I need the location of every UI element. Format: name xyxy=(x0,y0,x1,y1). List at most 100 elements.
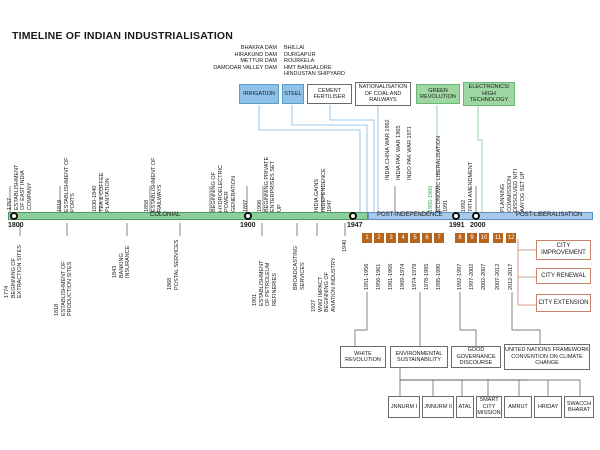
green-revolution-label: GREEN REVOLUTION xyxy=(420,87,456,101)
plan-years: 1985-1990 xyxy=(436,263,442,290)
plan-square: 8 xyxy=(455,233,465,243)
milestone-marker xyxy=(10,212,18,220)
milestone-year: 1800 xyxy=(8,222,24,229)
plan-square: 1 xyxy=(362,233,372,243)
event-label: INDIA PAK WAR 1965 xyxy=(396,125,402,180)
plan-square: 5 xyxy=(410,233,420,243)
milestone-year: 1947 xyxy=(347,222,363,229)
plan-years: 1969-1974 xyxy=(400,263,406,290)
milestone-year: 1991 xyxy=(449,222,465,229)
event-label: BEGINNING OF HYDROELECTRIC POWER GENERAT… xyxy=(211,164,237,212)
plan-years: 2012-2017 xyxy=(508,263,514,290)
plan-square: 3 xyxy=(386,233,396,243)
milestone-marker xyxy=(452,212,460,220)
mission-box: JNNURM II xyxy=(422,396,454,418)
green-revolution-box: GREEN REVOLUTION xyxy=(416,84,460,104)
irrigation-label: IRRIGATION xyxy=(243,90,275,97)
event-label: 1774 BEGINNING OF EXTRACTION SITES xyxy=(4,245,23,298)
city-improvement-box: CITY IMPROVEMENT xyxy=(536,240,591,260)
city-renewal-label: CITY RENEWAL xyxy=(541,272,586,279)
plant-item: BHILLAI xyxy=(284,45,305,51)
dam-item: METTUR DAM xyxy=(240,58,277,64)
milestone-marker xyxy=(349,212,357,220)
city-improvement-label: CITY IMPROVEMENT xyxy=(541,243,586,256)
event-label: 1906 BEGINNING PRIVATE ENTERPRISES SET U… xyxy=(257,156,283,212)
white-revolution-box: WHITE REVOLUTION xyxy=(340,346,386,368)
event-label: 1901 ESTABLISHMENT OF PETROLEUM REFINERI… xyxy=(252,260,278,306)
timeline-post-independence-bar xyxy=(368,212,593,220)
milestone-year: 2000 xyxy=(470,222,486,229)
milestone-marker xyxy=(472,212,480,220)
plan-years: 1978-1985 xyxy=(424,263,430,290)
event-label: PLANNING COMMISSION DISSOLVED NITI AAYOG… xyxy=(500,169,526,212)
plan-years: 1992-1997 xyxy=(457,263,463,290)
mission-box: JNNURM I xyxy=(388,396,420,418)
plan-square: 4 xyxy=(398,233,408,243)
timeline-colonial-bar xyxy=(8,212,368,220)
city-extension-label: CITY EXTENSION xyxy=(538,299,589,306)
irrigation-box: IRRIGATION xyxy=(239,84,279,104)
event-label: 1818 ESTABLISHMENT OF PRODUCTION SITES xyxy=(54,261,73,316)
mission-label: HRIDAY xyxy=(537,403,559,410)
mission-label: JNNURM I xyxy=(390,403,418,410)
nationalisation-label: NATIONALISATION OF COAL AND RAILWAYS xyxy=(358,84,408,104)
dam-list: BHAKRA DAM HIRAKUND DAM METTUR DAM DAMOD… xyxy=(205,45,277,71)
nationalisation-box: NATIONALISATION OF COAL AND RAILWAYS xyxy=(355,82,411,106)
mission-label: SMART CITY MISSION xyxy=(477,397,501,417)
event-label: 1843 BANKING INSURANCE xyxy=(112,245,131,278)
steel-box: STEEL xyxy=(282,84,304,104)
mission-box: SMART CITY MISSION xyxy=(476,396,502,418)
event-label: 1858 ESTABLISHMENT OF RAILWAYS xyxy=(144,157,163,212)
mission-box: SWACCH BHARAT xyxy=(564,396,594,418)
event-label: 1940 xyxy=(342,239,348,252)
mission-label: AMRUT xyxy=(508,403,528,410)
white-revolution-label: WHITE REVOLUTION xyxy=(345,350,381,364)
plan-years: 1956-1961 xyxy=(376,263,382,290)
plan-square: 6 xyxy=(422,233,432,243)
plan-years: 2007-2012 xyxy=(495,263,501,290)
plan-square: 2 xyxy=(374,233,384,243)
milestone-year: 1900 xyxy=(240,222,256,229)
cement-label: CEMENT FERTILISER xyxy=(313,87,346,101)
event-label: 1819 ESTABLISHMENT OF PORTS xyxy=(57,157,76,212)
plan-square: 10 xyxy=(479,233,489,243)
good-governance-label: GOOD GOVERNANCE DISCOURSE xyxy=(456,347,496,367)
environmental-sustainability-box: ENVIRONMENTAL SUSTAINABILITY xyxy=(390,346,448,368)
event-label: 1992 74th AMENDMENT xyxy=(461,161,474,212)
event-label: 1757 ESTABLISHMENT OF EAST INDIA COMPANY xyxy=(7,164,33,210)
plan-years: 1997-2002 xyxy=(469,263,475,290)
plant-item: DURGAPUR xyxy=(284,51,316,58)
plant-item: HMT BANGALORE xyxy=(284,64,332,71)
era-post-liberalisation-label: POST-LIBERALISATION xyxy=(516,212,583,218)
diagram-title: TIMELINE OF INDIAN INDUSTRIALISATION xyxy=(12,30,234,42)
mission-box: ATAL xyxy=(456,396,474,418)
dam-item: DAMODAR VALLEY DAM xyxy=(213,64,277,71)
era-post-independence-label: POST-INDEPENDENCE xyxy=(377,212,443,218)
electronics-box: ELECTRONICS/ HIGH TECHNOLOGY xyxy=(463,82,515,106)
city-extension-box: CITY EXTENSION xyxy=(536,294,591,312)
plant-list: BHILLAI DURGAPUR ROURKELA HMT BANGALORE … xyxy=(284,45,345,78)
event-label: 1868 POSTAL SERVICES xyxy=(167,239,180,290)
cement-fertiliser-box: CEMENT FERTILISER xyxy=(307,84,352,104)
event-label: INDIA GAINS INDEPENDENCE 1947 xyxy=(314,168,333,212)
event-label: INDIA CHINA WAR 1962 xyxy=(385,119,391,180)
event-label: BROADCASTING SERVICES xyxy=(293,245,306,290)
mission-label: ATAL xyxy=(458,403,472,410)
dam-item: BHAKRA DAM xyxy=(240,45,277,51)
mission-box: AMRUT xyxy=(504,396,532,418)
plant-item: HINDUSTAN SHIPYARD xyxy=(284,71,345,77)
dam-item: HIRAKUND DAM xyxy=(234,51,277,58)
unfccc-box: UNITED NATIONS FRAMEWORK CONVENTION ON C… xyxy=(504,344,590,370)
event-label: 1927 WW2 IMPACT BEGINNING OF AVIATION IN… xyxy=(311,257,337,312)
plan-years: 1974-1978 xyxy=(412,263,418,290)
plan-years: 2002-2007 xyxy=(481,263,487,290)
good-governance-box: GOOD GOVERNANCE DISCOURSE xyxy=(451,346,501,368)
plan-square: 7 xyxy=(434,233,444,243)
plan-square: 12 xyxy=(506,233,516,243)
event-label: 1965-1980 xyxy=(428,185,434,212)
event-label: INDO PAK WAR 1971 xyxy=(407,126,413,180)
mission-label: SWACCH BHARAT xyxy=(566,400,592,414)
event-label: 1897 xyxy=(243,199,249,212)
event-label: ECONOMIC LIBERALISATION 1991 xyxy=(436,136,449,212)
